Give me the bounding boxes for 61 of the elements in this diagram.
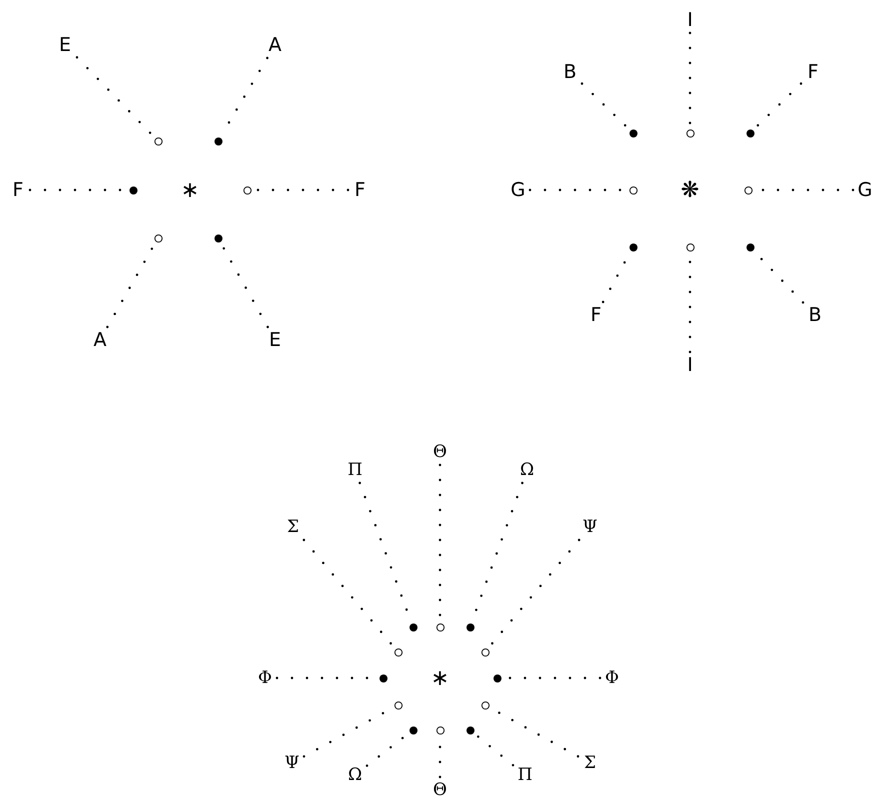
node-letter: F — [803, 61, 823, 83]
filled-dot — [628, 242, 638, 252]
filled-dot — [466, 622, 474, 632]
node-letter: Π — [515, 764, 535, 786]
node-letter: I — [680, 354, 700, 376]
filled-dot — [408, 622, 418, 632]
node-letter: B — [805, 304, 825, 326]
filled-dot — [408, 726, 418, 734]
node-letter: Σ — [283, 516, 303, 538]
node-letter: Ω — [345, 764, 365, 786]
node-letter: Φ — [602, 667, 622, 689]
dotted-line — [489, 538, 580, 647]
node-letter: F — [586, 304, 606, 326]
hollow-dot — [394, 700, 402, 710]
node-letter: G — [855, 179, 875, 201]
node-letter: G — [508, 179, 528, 201]
hollow-dot — [242, 186, 252, 194]
asterisk-symbol: ❋ — [680, 177, 700, 203]
filled-dot — [128, 186, 138, 194]
hollow-dot — [480, 648, 490, 656]
filled-dot — [214, 136, 222, 146]
asterisk-symbol: ∗ — [180, 177, 200, 203]
dotted-line — [76, 56, 153, 136]
dotted-line — [475, 734, 514, 766]
asterisk-symbol: ∗ — [430, 665, 450, 691]
node-letter: F — [8, 179, 28, 201]
filled-dot — [628, 128, 638, 138]
hollow-dot — [744, 186, 752, 194]
hollow-dot — [686, 128, 694, 138]
filled-dot — [492, 674, 502, 682]
filled-dot — [466, 726, 474, 734]
node-letter: I — [680, 9, 700, 31]
node-letter: E — [55, 34, 75, 56]
hollow-dot — [436, 726, 444, 734]
hollow-dot — [154, 234, 162, 242]
node-letter: Φ — [255, 667, 275, 689]
node-letter: Σ — [580, 752, 600, 774]
node-letter: Θ — [430, 779, 450, 801]
hollow-dot — [436, 622, 444, 632]
node-letter: B — [560, 61, 580, 83]
dotted-line — [755, 82, 802, 128]
node-letter: Π — [345, 459, 365, 481]
node-letter: Ψ — [282, 752, 302, 774]
dotted-line — [302, 538, 394, 647]
node-letter: Ψ — [580, 516, 600, 538]
filled-dot — [746, 128, 754, 138]
filled-dot — [378, 674, 388, 682]
hollow-dot — [154, 136, 162, 146]
node-letter: Θ — [430, 441, 450, 463]
node-letter: E — [265, 329, 285, 351]
node-letter: F — [350, 179, 370, 201]
node-letter: Ω — [517, 459, 537, 481]
hollow-dot — [394, 648, 402, 656]
node-letter: A — [90, 329, 110, 351]
node-letter: A — [265, 34, 285, 56]
dotted-line — [580, 82, 628, 128]
filled-dot — [214, 234, 222, 242]
filled-dot — [746, 242, 754, 252]
hollow-dot — [628, 186, 638, 194]
hollow-dot — [686, 242, 694, 252]
hollow-dot — [480, 700, 490, 710]
